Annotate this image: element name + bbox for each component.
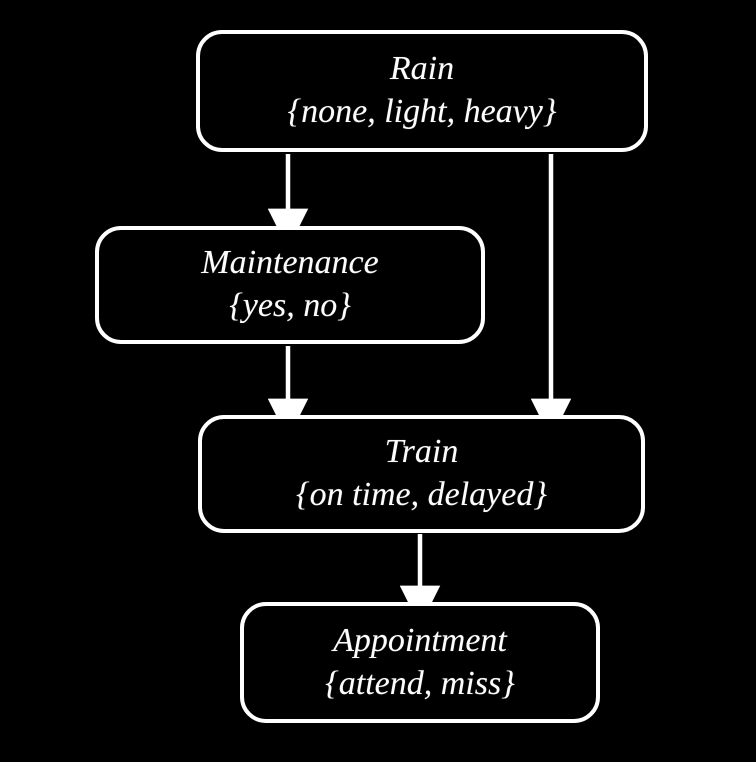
node-maintenance[interactable]: Maintenance {yes, no}	[95, 226, 485, 344]
node-appointment-states: {attend, miss}	[325, 664, 515, 702]
node-train[interactable]: Train {on time, delayed}	[198, 415, 645, 533]
node-rain-states: {none, light, heavy}	[287, 93, 557, 130]
node-appointment-label: Appointment	[333, 621, 507, 659]
node-rain[interactable]: Rain {none, light, heavy}	[196, 30, 648, 152]
node-train-states: {on time, delayed}	[296, 476, 547, 513]
node-maintenance-label: Maintenance	[201, 244, 379, 282]
node-appointment[interactable]: Appointment {attend, miss}	[240, 602, 600, 723]
node-maintenance-states: {yes, no}	[229, 287, 351, 324]
node-rain-label: Rain	[389, 50, 455, 88]
node-train-label: Train	[384, 433, 459, 471]
